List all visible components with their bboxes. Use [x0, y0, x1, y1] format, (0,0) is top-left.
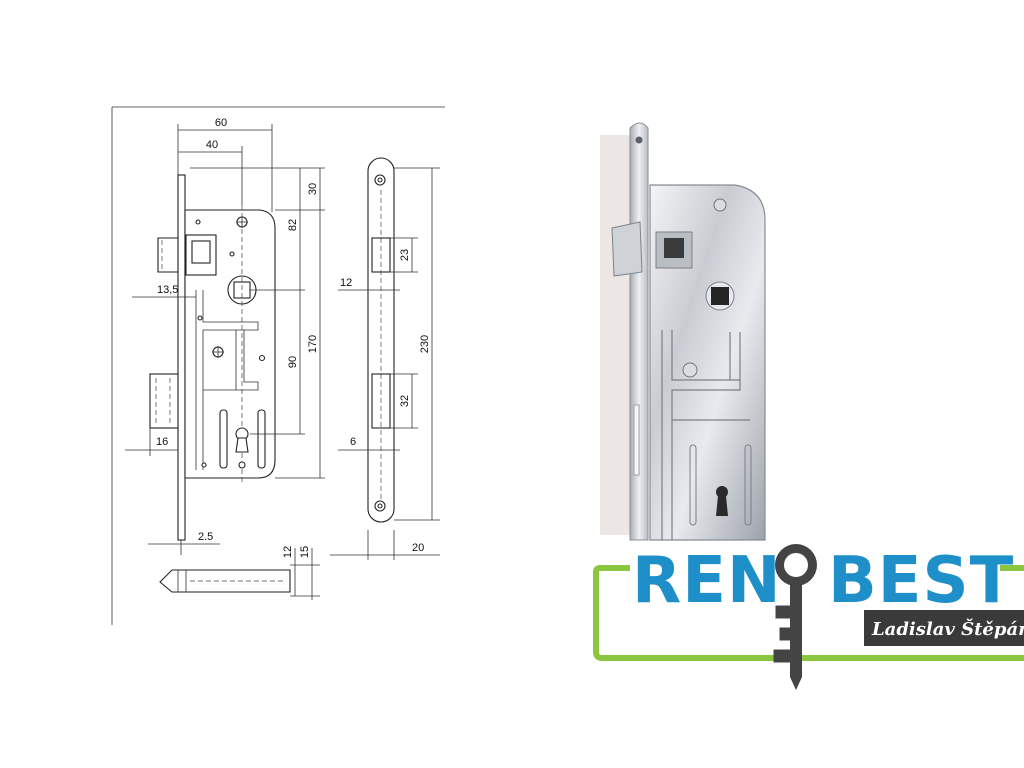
- logo-green-frame: [593, 565, 1024, 661]
- side-view: [367, 157, 395, 523]
- lever-mechanism: [195, 290, 259, 470]
- dim-32: 32: [399, 395, 411, 407]
- front-view-dimensions: 60 40 30 82 90 170 13,5: [125, 117, 325, 545]
- logo-owner-name: Ladislav Štěpán: [871, 617, 1024, 640]
- slot-left: [219, 409, 228, 469]
- dim-82: 82: [287, 219, 299, 231]
- lock-case: [184, 209, 276, 479]
- logo-brand-right: BEST: [828, 544, 1014, 618]
- bolt-top-view: 12 15: [159, 546, 320, 600]
- dead-bolt: [149, 373, 179, 429]
- dim-170: 170: [307, 335, 319, 353]
- dim-12-side: 12: [340, 277, 352, 289]
- dim-90: 90: [287, 356, 299, 368]
- dim-13-5: 13,5: [157, 284, 178, 296]
- dim-20: 20: [412, 542, 424, 554]
- logo-brand-left: REN: [632, 544, 782, 618]
- logo-owner-tag: [864, 610, 1024, 646]
- key-icon: [773, 544, 817, 690]
- dim-60: 60: [215, 117, 227, 129]
- dim-12-bottom: 12: [282, 546, 294, 558]
- product-photo-lock: [600, 122, 766, 541]
- slot-right: [257, 409, 266, 469]
- dim-6: 6: [350, 436, 356, 448]
- side-plate: [367, 157, 395, 523]
- dim-30: 30: [307, 183, 319, 195]
- dim-40: 40: [206, 139, 218, 151]
- forend-plate: [177, 174, 186, 541]
- dim-16: 16: [156, 436, 168, 448]
- dim-230: 230: [419, 335, 431, 353]
- dim-15: 15: [299, 546, 311, 558]
- renobest-logo: REN BEST Ladislav Štěpán: [593, 544, 1024, 690]
- dim-23: 23: [399, 249, 411, 261]
- technical-drawing: 60 40 30 82 90 170 13,5: [111, 106, 445, 625]
- photo-lock-body: [649, 184, 766, 541]
- latch-bolt: [157, 237, 179, 273]
- photo-forend: [629, 122, 649, 541]
- side-view-dimensions: 230 23 32 12 6 20: [330, 167, 440, 560]
- photo-latch: [611, 221, 643, 277]
- dim-2-5: 2.5: [198, 531, 213, 543]
- front-view: [149, 174, 276, 555]
